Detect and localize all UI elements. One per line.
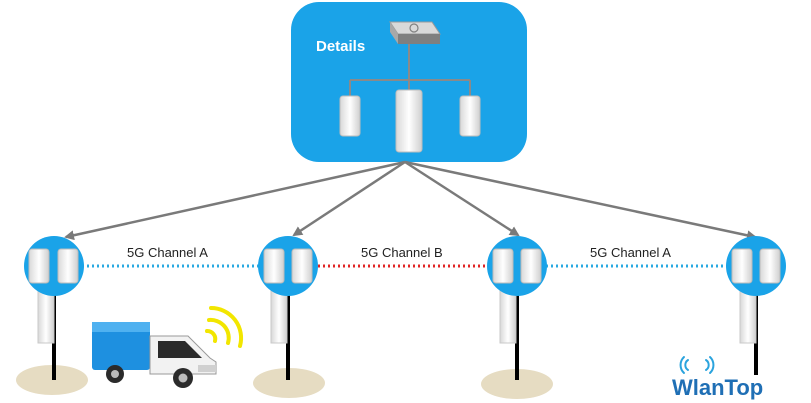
arrow-node-1: [64, 160, 406, 241]
wifi-signal-icon: [205, 305, 244, 348]
hub-device-right: [459, 95, 481, 137]
ground-shadow: [253, 368, 325, 398]
uplink-arrows: [64, 160, 757, 241]
arrow-node-2: [292, 160, 406, 237]
node-1: [16, 236, 88, 395]
link-label-3: 5G Channel A: [590, 245, 671, 260]
node-2: [253, 236, 325, 398]
hub-device-center: [395, 89, 423, 153]
hub-title: Details: [316, 38, 365, 55]
truck-icon: [92, 322, 217, 388]
ground-shadow: [481, 369, 553, 399]
arrow-node-3: [404, 160, 520, 237]
brand-logo: WlanTop: [672, 356, 763, 400]
hub-device-left: [339, 95, 361, 137]
brand-name: WlanTop: [672, 375, 763, 400]
logo-wifi-icon: [679, 356, 715, 374]
switch-icon: [389, 21, 441, 44]
node-3: [481, 236, 553, 399]
link-label-1: 5G Channel A: [127, 245, 208, 260]
link-label-2: 5G Channel B: [361, 245, 443, 260]
hub-box: Details: [291, 2, 527, 162]
hub-connectors: [349, 44, 471, 96]
node-4: [726, 236, 786, 375]
arrow-node-4: [404, 160, 757, 241]
